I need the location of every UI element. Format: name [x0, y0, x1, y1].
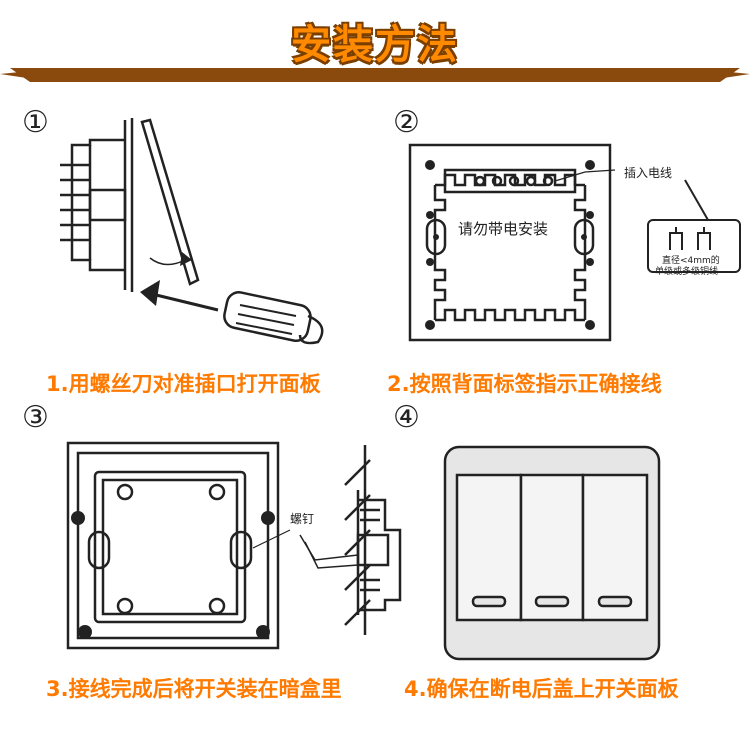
insert-wire-label: 插入电线 — [624, 166, 673, 180]
step-2-back-panel — [408, 143, 616, 342]
step-4-number: ④ — [393, 400, 420, 435]
step-2-number: ② — [393, 105, 420, 140]
title-banner — [0, 68, 750, 82]
step-3-caption: 3.接线完成后将开关装在暗盒里 — [46, 677, 342, 701]
warning-label: 请勿带电安装 — [458, 220, 549, 238]
step-3-mounting-box — [66, 441, 291, 650]
wire-note-line2: 单级或多级铜线 — [655, 267, 719, 277]
wire-note-line1: 直径<4mm的 — [662, 256, 720, 266]
step-3-side-view — [299, 445, 402, 635]
page-title: 安装方法 — [291, 22, 459, 68]
step-1-number: ① — [22, 105, 49, 140]
step-2-caption: 2.按照背面标签指示正确接线 — [387, 372, 662, 396]
step-1-illustration — [60, 118, 324, 345]
screw-label: 螺钉 — [290, 512, 315, 526]
step-4-switch-panel — [443, 445, 661, 661]
step-3-number: ③ — [22, 400, 49, 435]
step-4-caption: 4.确保在断电后盖上开关面板 — [404, 677, 679, 701]
wire-note-box — [647, 179, 741, 273]
step-1-caption: 1.用螺丝刀对准插口打开面板 — [46, 372, 321, 396]
